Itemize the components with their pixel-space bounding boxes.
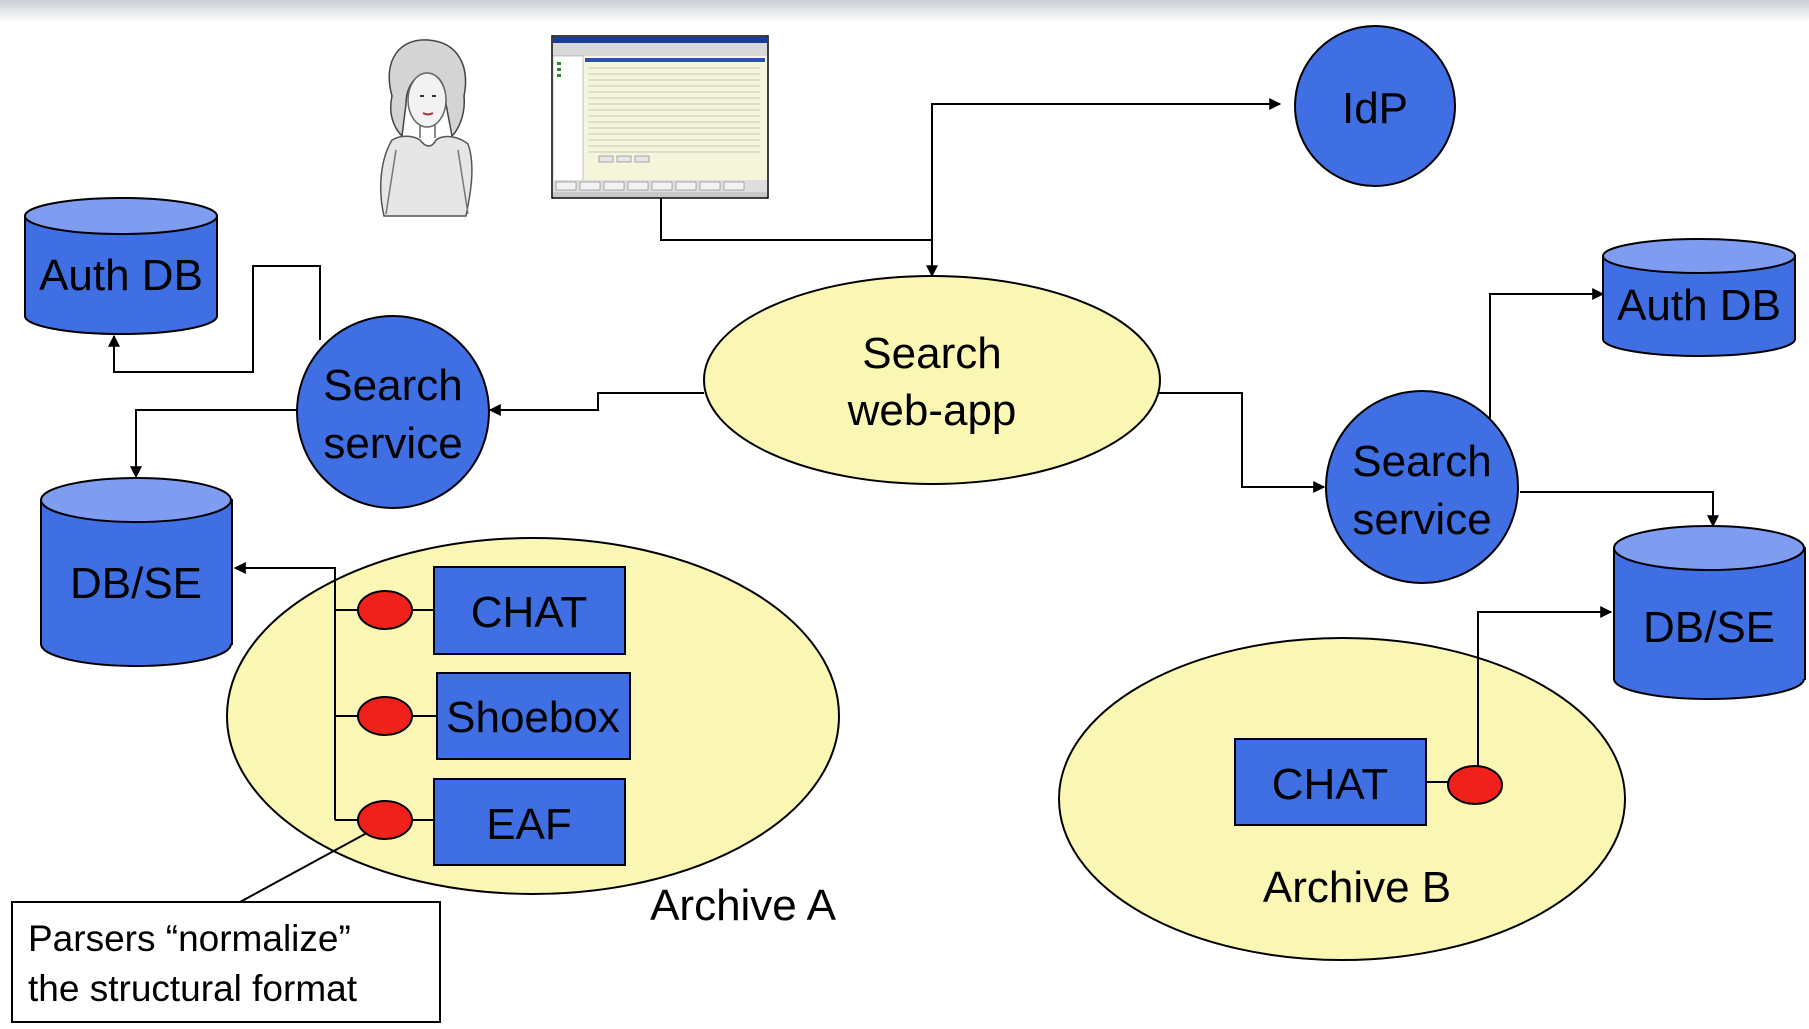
- archive-a-chat-box: [433, 566, 626, 655]
- archive-b-label: Archive B: [1263, 863, 1451, 912]
- idp-node: [1294, 25, 1456, 187]
- webapp-label-line1: Search: [862, 329, 1001, 378]
- callout-line2: the structural format: [28, 968, 358, 1009]
- right-service-label-line2: service: [1352, 495, 1491, 544]
- idp-label: IdP: [1342, 84, 1408, 133]
- webapp-to-right-service-arrow: [1159, 392, 1326, 493]
- right-db-se-label: DB/SE: [1643, 603, 1775, 652]
- left-service-label-line2: service: [323, 419, 462, 468]
- top-border: [0, 0, 1809, 22]
- archive-a-shoebox-box: [436, 672, 631, 760]
- right-service-label-line1: Search: [1352, 437, 1491, 486]
- archive-b-chat-label: CHAT: [1272, 760, 1389, 809]
- archive-a-label: Archive A: [650, 881, 837, 930]
- callout-line1: Parsers “normalize”: [28, 918, 351, 959]
- left-db-se-label: DB/SE: [70, 559, 202, 608]
- archive-a-shoebox-label: Shoebox: [446, 693, 620, 742]
- left-search-service-node: [296, 315, 490, 509]
- callout-leader-line: [239, 821, 388, 903]
- left-auth-db: Auth DB: [24, 197, 218, 335]
- archive-b-chat-box: [1234, 738, 1427, 826]
- callout-box: [11, 901, 441, 1023]
- browser-to-webapp-arrow: [660, 198, 938, 278]
- right-service-to-dbse-arrow: [1520, 491, 1719, 528]
- left-service-to-authdb-arrow: [108, 265, 321, 373]
- parser-icon-chat: [357, 590, 413, 630]
- parser-icon-eaf: [357, 800, 413, 840]
- browser-window-icon: [551, 35, 769, 199]
- right-search-service-node: [1325, 390, 1519, 584]
- archive-a-eaf-label: EAF: [486, 800, 572, 849]
- right-db-se: DB/SE: [1613, 525, 1806, 700]
- right-auth-db-label: Auth DB: [1617, 281, 1781, 330]
- left-service-to-dbse-arrow: [130, 409, 297, 479]
- left-auth-db-label: Auth DB: [39, 251, 203, 300]
- user-figure-icon: [379, 39, 473, 217]
- parser-icon-shoebox: [357, 696, 413, 736]
- right-auth-db: Auth DB: [1602, 238, 1796, 357]
- right-service-to-authdb-arrow: [1489, 288, 1605, 418]
- webapp-to-idp-arrow: [931, 98, 1282, 240]
- archive-b-parser-icon: [1447, 765, 1503, 805]
- left-service-label-line1: Search: [323, 361, 462, 410]
- webapp-to-left-service-arrow: [488, 392, 704, 416]
- webapp-label-line2: web-app: [847, 386, 1017, 435]
- left-db-se: DB/SE: [40, 477, 233, 667]
- archive-a-eaf-box: [433, 778, 626, 866]
- archive-a-chat-label: CHAT: [471, 588, 588, 637]
- search-webapp-node: [703, 275, 1161, 485]
